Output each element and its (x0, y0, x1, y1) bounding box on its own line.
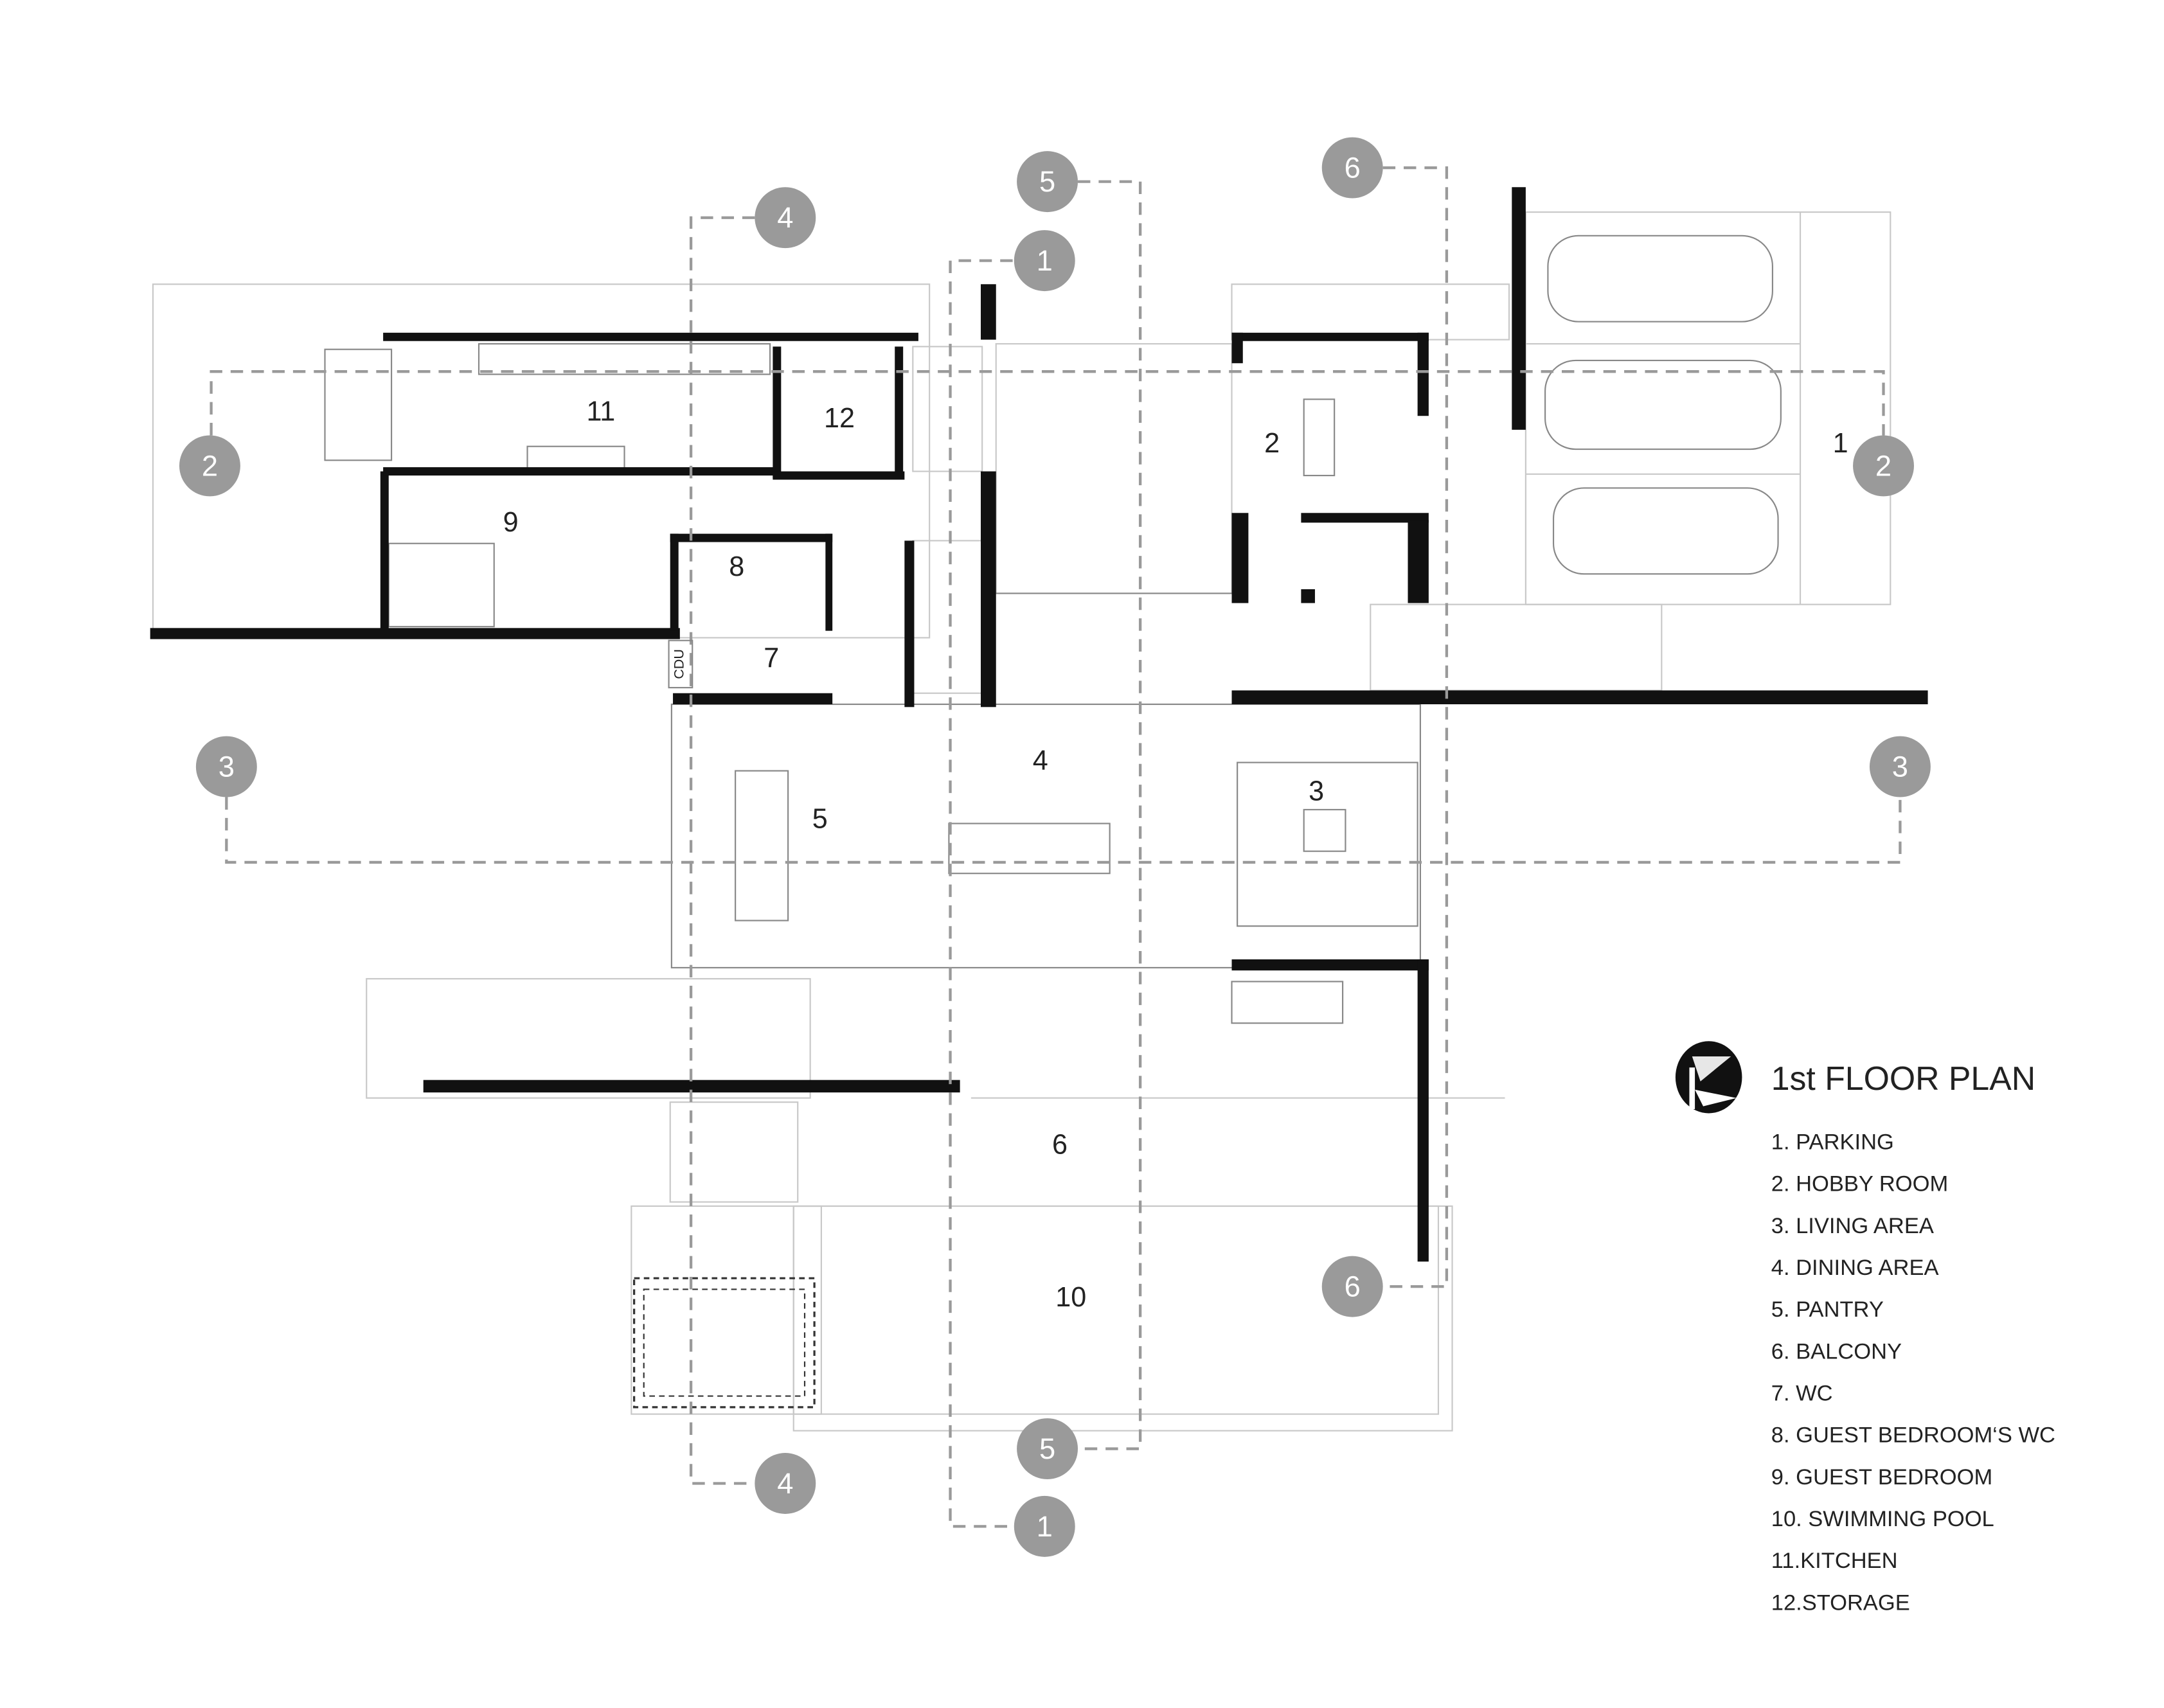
room-label-guest-bedroom: 9 (503, 507, 519, 538)
legend-item: 11.KITCHEN (1771, 1549, 1898, 1573)
svg-text:1: 1 (1037, 244, 1053, 277)
legend-item: 7. WC (1771, 1381, 1833, 1405)
section-lines (210, 166, 1902, 1528)
section-marker-5-bottom: 5 (1017, 1418, 1078, 1480)
legend-item: 6. BALCONY (1771, 1339, 1902, 1364)
plan-title: 1st FLOOR PLAN (1771, 1060, 2035, 1097)
room-label-hobby-room: 2 (1264, 428, 1280, 459)
car (1544, 359, 1782, 450)
svg-text:4: 4 (777, 1467, 793, 1500)
section-marker-4-bottom: 4 (755, 1453, 816, 1514)
room-label-living-area: 3 (1309, 776, 1324, 806)
svg-text:2: 2 (202, 449, 218, 482)
svg-text:6: 6 (1345, 1270, 1361, 1303)
room-label-kitchen: 11 (586, 396, 615, 427)
section-marker-3-left: 3 (195, 736, 257, 797)
legend-item: 3. LIVING AREA (1771, 1214, 1934, 1238)
svg-text:1: 1 (1037, 1510, 1053, 1543)
parked-cars (1544, 235, 1782, 575)
compass-logo-icon (1675, 1041, 1742, 1114)
room-label-guest-wc: 8 (729, 551, 744, 582)
section-marker-1-bottom: 1 (1014, 1495, 1075, 1557)
legend-item: 12.STORAGE (1771, 1590, 1910, 1615)
legend-item: 2. HOBBY ROOM (1771, 1172, 1948, 1196)
section-marker-3-right: 3 (1869, 736, 1931, 797)
legend-item: 9. GUEST BEDROOM (1771, 1465, 1992, 1490)
room-label-swimming-pool: 10 (1055, 1282, 1086, 1313)
room-label-balcony: 6 (1052, 1130, 1068, 1161)
section-marker-6-top: 6 (1321, 137, 1383, 199)
section-markers: 1 1 2 2 3 3 4 4 5 5 6 6 (179, 137, 1931, 1557)
section-marker-6-bottom: 6 (1321, 1256, 1383, 1317)
room-label-pantry: 5 (812, 804, 828, 835)
room-label-dining-area: 4 (1033, 745, 1048, 776)
room-labels: 1 2 3 4 5 6 7 8 9 10 11 12 CDU (503, 396, 1848, 1313)
svg-text:3: 3 (219, 751, 235, 783)
svg-text:5: 5 (1039, 165, 1055, 198)
walls (150, 187, 1928, 1262)
legend: 1st FLOOR PLAN 1. PARKING 2. HOBBY ROOM 3.… (1675, 1041, 2055, 1615)
legend-item: 8. GUEST BEDROOM‘S WC (1771, 1423, 2055, 1448)
room-label-parking: 1 (1833, 428, 1848, 459)
cdu-label: CDU (671, 649, 687, 679)
svg-text:2: 2 (1875, 449, 1891, 482)
section-marker-1-top: 1 (1014, 230, 1075, 292)
car (1552, 487, 1779, 575)
svg-text:6: 6 (1345, 152, 1361, 184)
furniture (324, 342, 1418, 1024)
legend-items: 1. PARKING 2. HOBBY ROOM 3. LIVING AREA 4. … (1771, 1130, 2055, 1615)
legend-item: 4. DINING AREA (1771, 1256, 1939, 1280)
legend-item: 10. SWIMMING POOL (1771, 1507, 1994, 1531)
room-label-storage: 12 (824, 403, 855, 434)
svg-text:4: 4 (777, 201, 793, 234)
legend-item: 1. PARKING (1771, 1130, 1894, 1155)
outlines (152, 211, 1891, 1432)
legend-item: 5. PANTRY (1771, 1297, 1884, 1322)
room-label-wc: 7 (764, 643, 779, 673)
car (1547, 235, 1773, 323)
svg-text:3: 3 (1892, 751, 1908, 783)
section-marker-4-top: 4 (755, 187, 816, 249)
section-marker-2-left: 2 (179, 435, 240, 497)
section-marker-2-right: 2 (1853, 435, 1914, 497)
section-marker-5-top: 5 (1017, 151, 1078, 213)
svg-text:5: 5 (1039, 1432, 1055, 1465)
